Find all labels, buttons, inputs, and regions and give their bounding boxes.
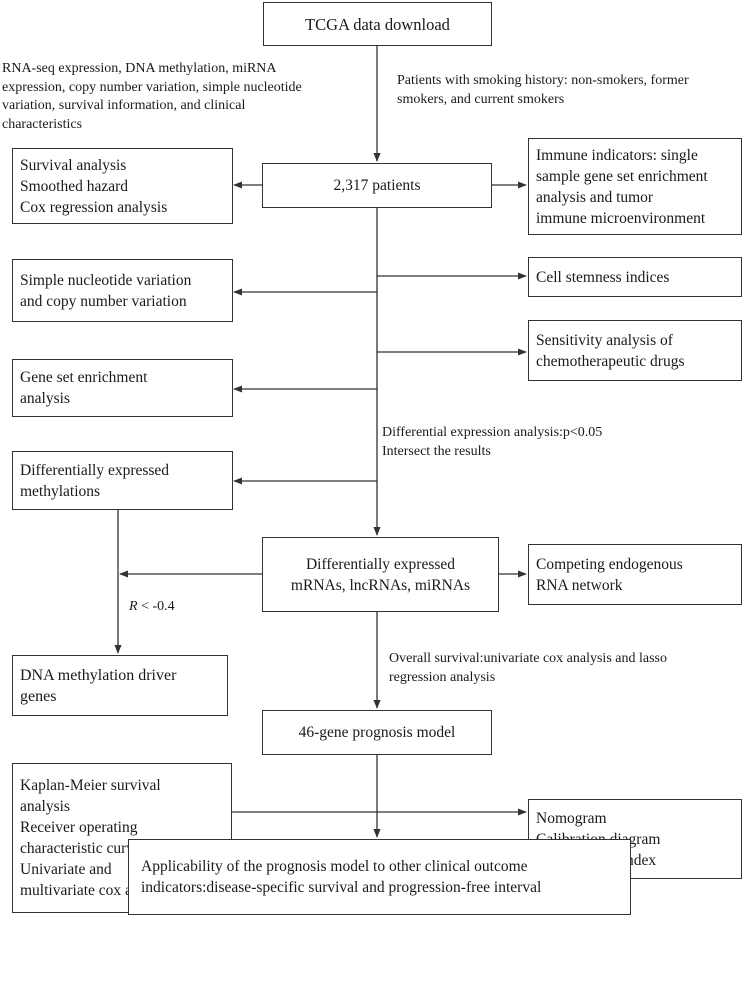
- annotation-smoking-history-line-1: Patients with smoking history: non-smoke…: [397, 73, 689, 88]
- correlation-variable: R: [129, 599, 138, 614]
- annotation-data-types-line-2: expression, copy number variation, simpl…: [2, 79, 302, 95]
- node-diff-methylations: Differentially expressed methylations: [12, 451, 233, 510]
- node-immune-indicators: Immune indicators: single sample gene set…: [528, 138, 742, 235]
- node-tcga-download: TCGA data download: [263, 2, 492, 46]
- annotation-correlation: R < -0.4: [129, 598, 175, 617]
- node-diff-expressed: Differentially expressed mRNAs, lncRNAs, …: [262, 537, 499, 612]
- node-immune-indicators-line-3: analysis and tumor: [536, 188, 654, 206]
- annotation-overall-survival-line-2: regression analysis: [389, 669, 496, 685]
- node-diff-expressed-line-2: mRNAs, lncRNAs, miRNAs: [290, 576, 471, 594]
- node-diff-expressed-line-1: Differentially expressed: [305, 555, 456, 573]
- node-stemness-line-1: Cell stemness indices: [536, 268, 670, 286]
- node-snv-cnv-line-1: Simple nucleotide variation: [20, 271, 192, 289]
- annotation-overall-survival: Overall survival:univariate cox analysis…: [389, 650, 667, 687]
- annotation-smoking-history-line-2: smokers, and current smokers: [397, 91, 565, 107]
- correlation-threshold: < -0.4: [137, 599, 175, 614]
- node-drug-sensitivity: Sensitivity analysis of chemotherapeutic …: [528, 320, 742, 381]
- node-survival-analysis-line-2: Smoothed hazard: [20, 177, 129, 195]
- node-applicability-line-2: indicators:disease-specific survival and…: [141, 879, 542, 896]
- node-validation-analyses-line-5: Univariate and: [20, 861, 112, 878]
- annotation-data-types-line-4: characteristics: [2, 116, 83, 132]
- node-validation-analyses-line-4: characteristic curve: [20, 840, 141, 857]
- node-immune-indicators-line-2: sample gene set enrichment: [536, 167, 708, 185]
- annotation-diff-expression-line-2: Intersect the results: [382, 443, 491, 459]
- node-drug-sensitivity-line-2: chemotherapeutic drugs: [536, 352, 685, 370]
- node-validation-analyses-line-1: Kaplan-Meier survival: [20, 777, 161, 794]
- annotation-smoking-history: Patients with smoking history: non-smoke…: [397, 72, 689, 109]
- node-snv-cnv: Simple nucleotide variation and copy numb…: [12, 259, 233, 322]
- node-gene-set-enrichment: Gene set enrichment analysis: [12, 359, 233, 417]
- node-survival-analysis-line-3: Cox regression analysis: [20, 198, 168, 216]
- node-patients: 2,317 patients: [262, 163, 492, 208]
- node-diff-methylations-line-2: methylations: [20, 482, 101, 500]
- node-stemness: Cell stemness indices: [528, 257, 742, 297]
- node-cerna-network-line-2: RNA network: [536, 576, 623, 594]
- node-immune-indicators-line-1: Immune indicators: single: [536, 146, 698, 164]
- node-applicability-line-1: Applicability of the prognosis model to …: [141, 858, 528, 875]
- annotation-data-types: RNA-seq expression, DNA methylation, miR…: [2, 60, 302, 134]
- node-diff-methylations-line-1: Differentially expressed: [20, 461, 170, 479]
- node-immune-indicators-line-4: immune microenvironment: [536, 209, 706, 227]
- node-methylation-driver-genes-line-1: DNA methylation driver: [20, 666, 177, 684]
- annotation-overall-survival-line-1: Overall survival:univariate cox analysis…: [389, 651, 667, 666]
- node-applicability: Applicability of the prognosis model to …: [128, 839, 631, 915]
- node-gene-set-enrichment-line-1: Gene set enrichment: [20, 369, 148, 386]
- node-patients-line-1: 2,317 patients: [333, 177, 421, 194]
- node-prognosis-model-line-1: 46-gene prognosis model: [298, 724, 456, 741]
- annotation-data-types-line-3: variation, survival information, and cli…: [2, 98, 246, 113]
- node-survival-analysis-line-1: Survival analysis: [20, 156, 127, 174]
- node-methylation-driver-genes: DNA methylation driver genes: [12, 655, 228, 716]
- annotation-data-types-line-1: RNA-seq expression, DNA methylation, miR…: [2, 61, 277, 76]
- node-snv-cnv-line-2: and copy number variation: [20, 292, 187, 310]
- node-nomogram-line-1: Nomogram: [536, 809, 607, 827]
- node-gene-set-enrichment-line-2: analysis: [20, 390, 70, 407]
- node-validation-analyses-line-3: Receiver operating: [20, 819, 138, 836]
- node-methylation-driver-genes-line-2: genes: [20, 687, 57, 705]
- node-cerna-network-line-1: Competing endogenous: [536, 555, 683, 573]
- annotation-diff-expression-line-1: Differential expression analysis:p<0.05: [382, 425, 603, 440]
- node-validation-analyses-line-2: analysis: [20, 798, 70, 815]
- node-tcga-download-line-1: TCGA data download: [305, 14, 450, 34]
- node-prognosis-model: 46-gene prognosis model: [262, 710, 492, 755]
- node-drug-sensitivity-line-1: Sensitivity analysis of: [536, 331, 673, 349]
